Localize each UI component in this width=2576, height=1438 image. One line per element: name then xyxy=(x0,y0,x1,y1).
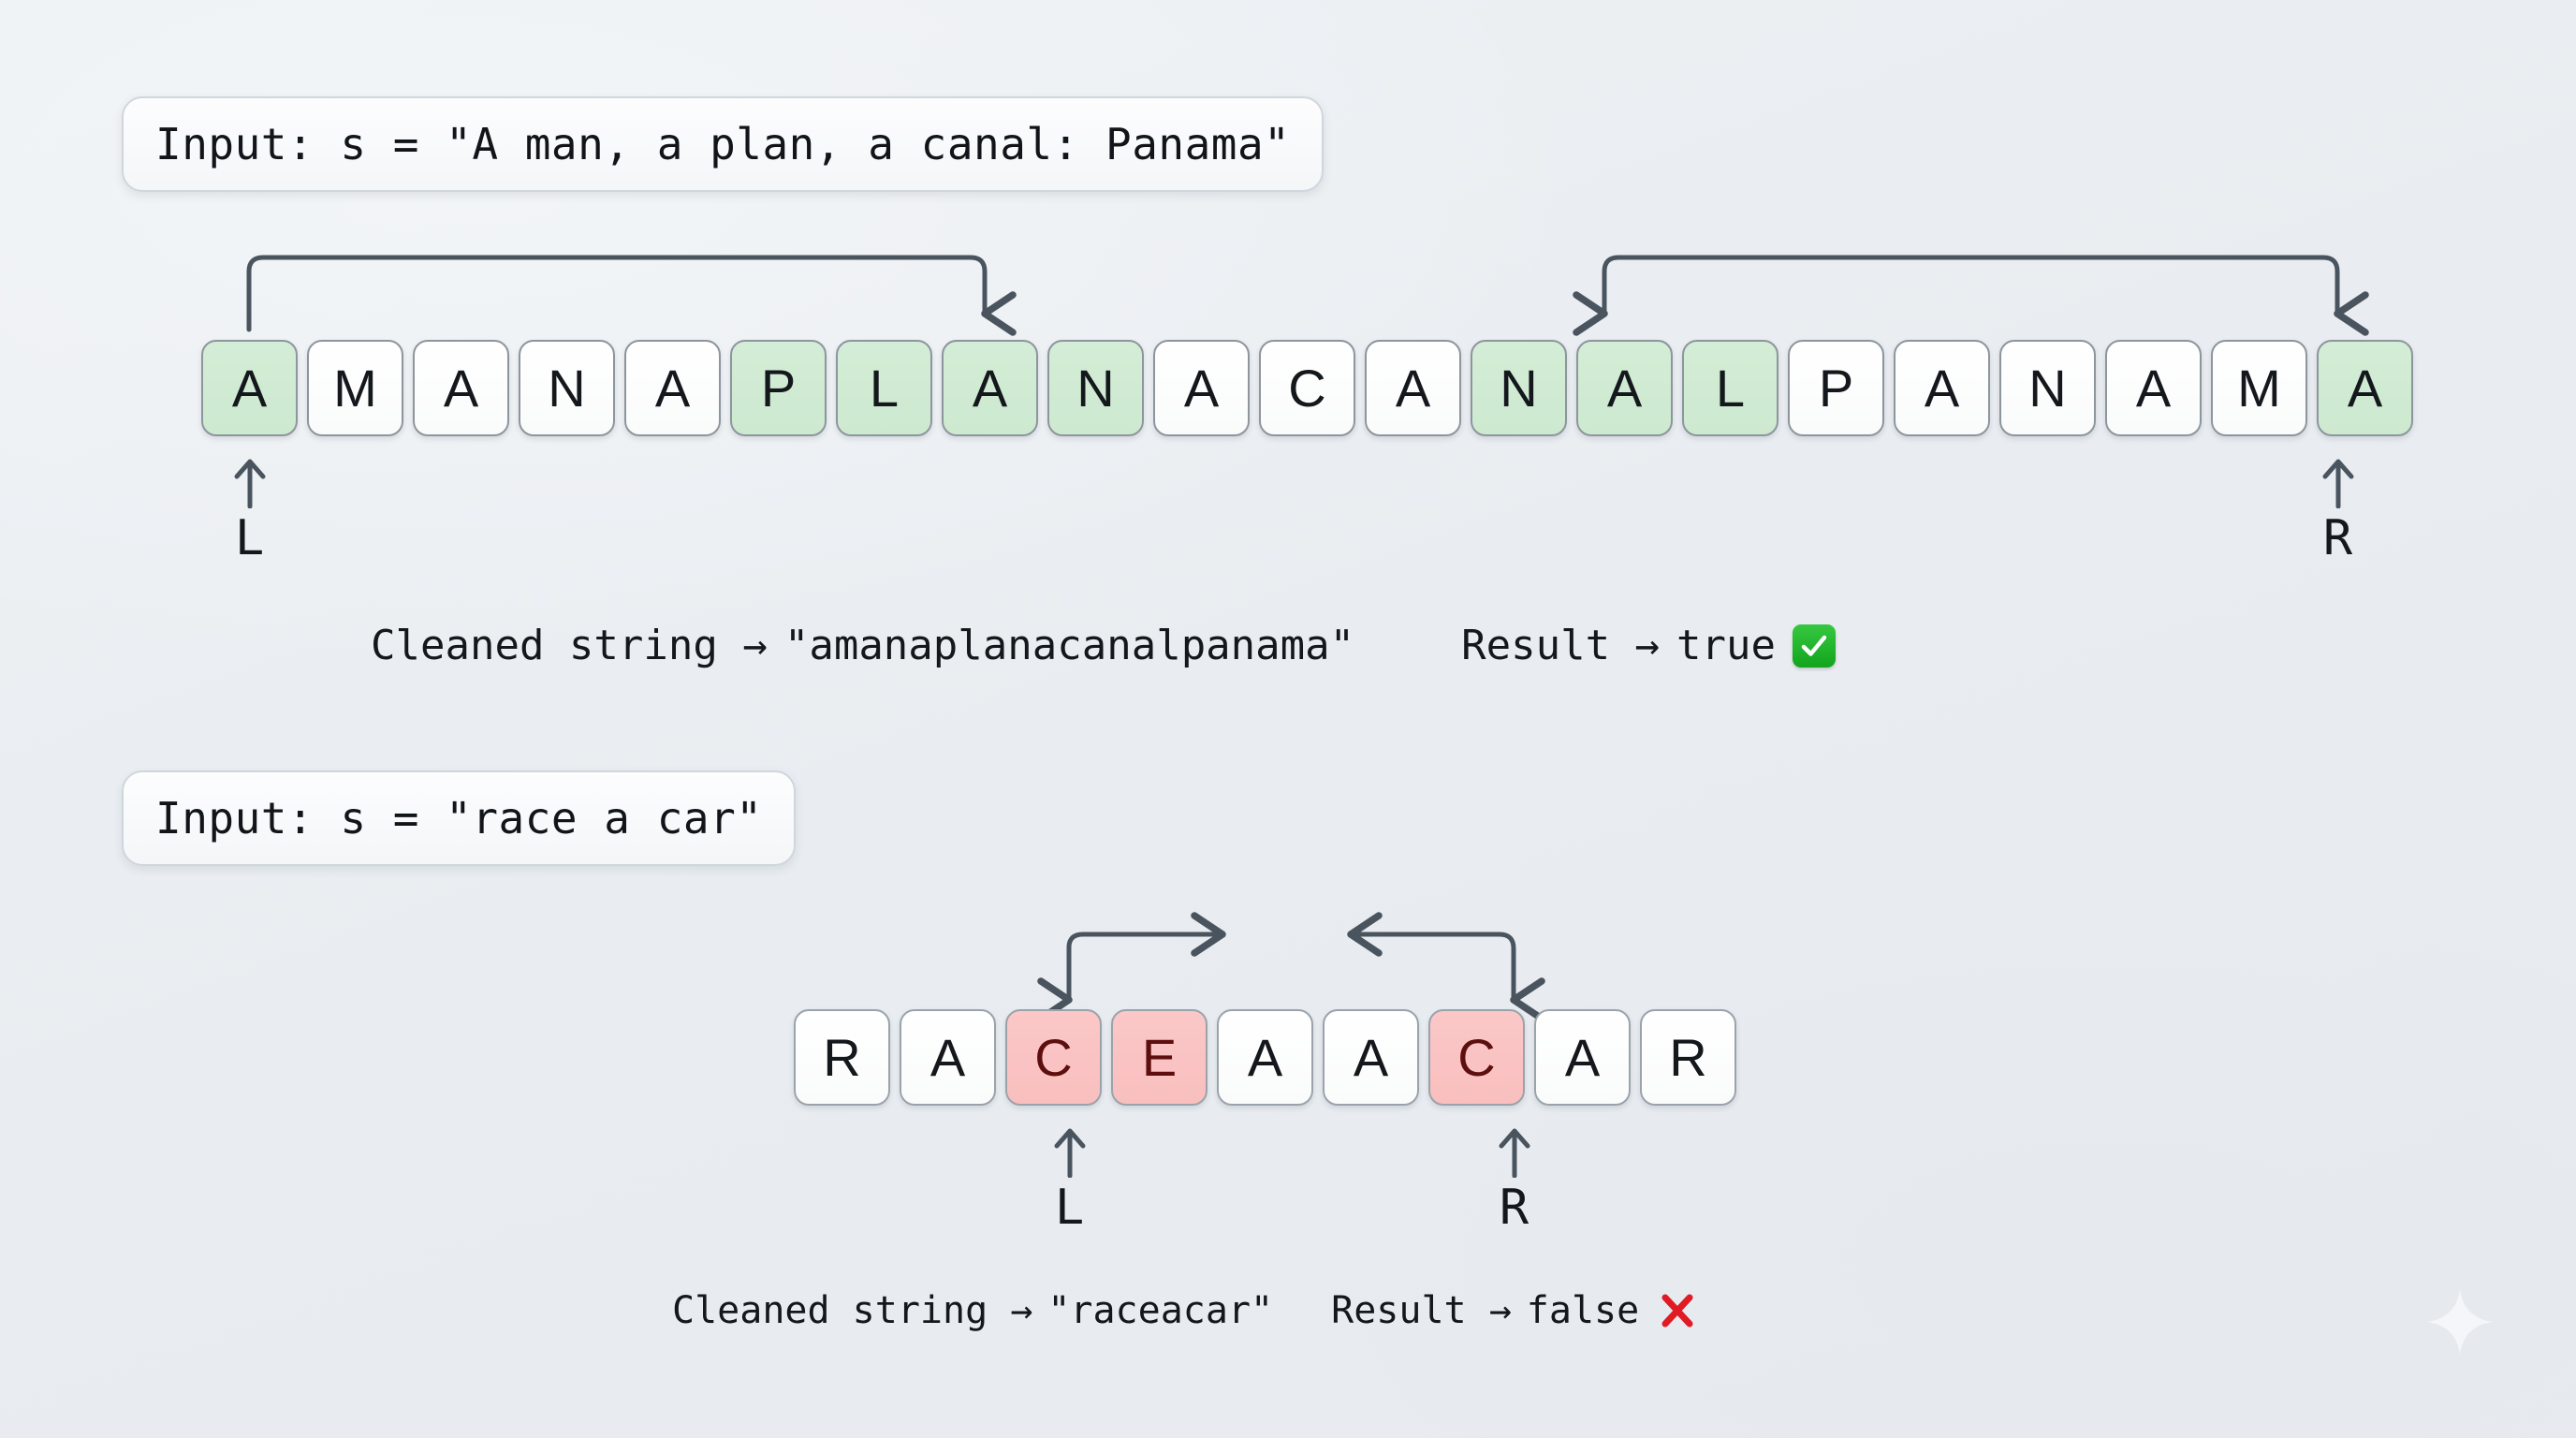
letter-tile: L xyxy=(836,340,932,436)
cleaned-string-value-2: "raceacar" xyxy=(1047,1289,1274,1332)
letter-tile: A xyxy=(1894,340,1990,436)
letter-tile: A xyxy=(1323,1009,1419,1106)
letter-tile: P xyxy=(1788,340,1884,436)
letter-tile: A xyxy=(1576,340,1673,436)
letter-tile: N xyxy=(1047,340,1144,436)
letter-tile: C xyxy=(1428,1009,1525,1106)
check-mark-icon xyxy=(1793,624,1837,668)
letter-tile: A xyxy=(1153,340,1250,436)
result-value-2: false xyxy=(1526,1289,1640,1332)
letter-tile: C xyxy=(1259,340,1355,436)
right-pointer-label-1: R xyxy=(2322,510,2353,566)
right-scan-arc xyxy=(1573,255,2369,336)
left-pointer-example-2: L xyxy=(1021,1125,1118,1232)
cleaned-string-label-1: Cleaned string → xyxy=(371,622,768,669)
letter-tile: A xyxy=(1217,1009,1313,1106)
left-pointer-example-1: L xyxy=(201,456,298,563)
letter-tile: C xyxy=(1005,1009,1102,1106)
letter-tile: R xyxy=(1640,1009,1736,1106)
left-scan-arc xyxy=(246,255,1017,336)
letter-tile: A xyxy=(900,1009,996,1106)
letter-tile: N xyxy=(1999,340,2096,436)
letter-tile: A xyxy=(1534,1009,1631,1106)
letter-tile: A xyxy=(413,340,509,436)
right-advance-arc xyxy=(1347,912,1545,1022)
letter-tile: L xyxy=(1682,340,1778,436)
letter-tile: A xyxy=(624,340,721,436)
arrow-up-icon xyxy=(234,459,265,508)
summary-example-1: Cleaned string → "amanaplanacanalpanama"… xyxy=(371,622,1837,669)
letter-tile: P xyxy=(730,340,827,436)
result-label-2: Result → xyxy=(1331,1289,1512,1332)
letter-tile: N xyxy=(519,340,615,436)
letter-tile: A xyxy=(201,340,298,436)
letter-tile: M xyxy=(2211,340,2307,436)
sparkle-icon xyxy=(2427,1289,2493,1355)
letter-tile: M xyxy=(307,340,403,436)
letter-tile: A xyxy=(1365,340,1461,436)
right-pointer-example-1: R xyxy=(2290,456,2386,563)
right-pointer-example-2: R xyxy=(1466,1125,1562,1232)
right-pointer-label-2: R xyxy=(1499,1180,1530,1236)
cross-mark-icon xyxy=(1656,1289,1699,1332)
left-pointer-label-1: L xyxy=(234,510,265,566)
letter-tile: E xyxy=(1111,1009,1208,1106)
input-pill-example-2: Input: s = "race a car" xyxy=(122,770,797,866)
letter-tile: A xyxy=(2105,340,2202,436)
input-label-2: Input: s = "race a car" xyxy=(155,793,763,844)
input-pill-example-1: Input: s = "A man, a plan, a canal: Pana… xyxy=(122,96,1325,192)
letter-tile: A xyxy=(2317,340,2413,436)
letter-tile: R xyxy=(794,1009,890,1106)
result-label-1: Result → xyxy=(1461,622,1661,669)
cleaned-string-label-2: Cleaned string → xyxy=(672,1289,1033,1332)
summary-example-2: Cleaned string → "raceacar" Result → fal… xyxy=(672,1289,1699,1332)
cleaned-string-value-1: "amanaplanacanalpanama" xyxy=(783,622,1355,669)
arrow-up-icon xyxy=(1499,1128,1530,1178)
letter-tile: N xyxy=(1471,340,1567,436)
arrow-up-icon xyxy=(1054,1128,1085,1178)
left-advance-arc xyxy=(1037,912,1226,1022)
arrow-up-icon xyxy=(2322,459,2353,508)
letter-tile: A xyxy=(942,340,1038,436)
input-label-1: Input: s = "A man, a plan, a canal: Pana… xyxy=(155,119,1291,169)
result-value-1: true xyxy=(1676,622,1777,669)
left-pointer-label-2: L xyxy=(1054,1180,1085,1236)
